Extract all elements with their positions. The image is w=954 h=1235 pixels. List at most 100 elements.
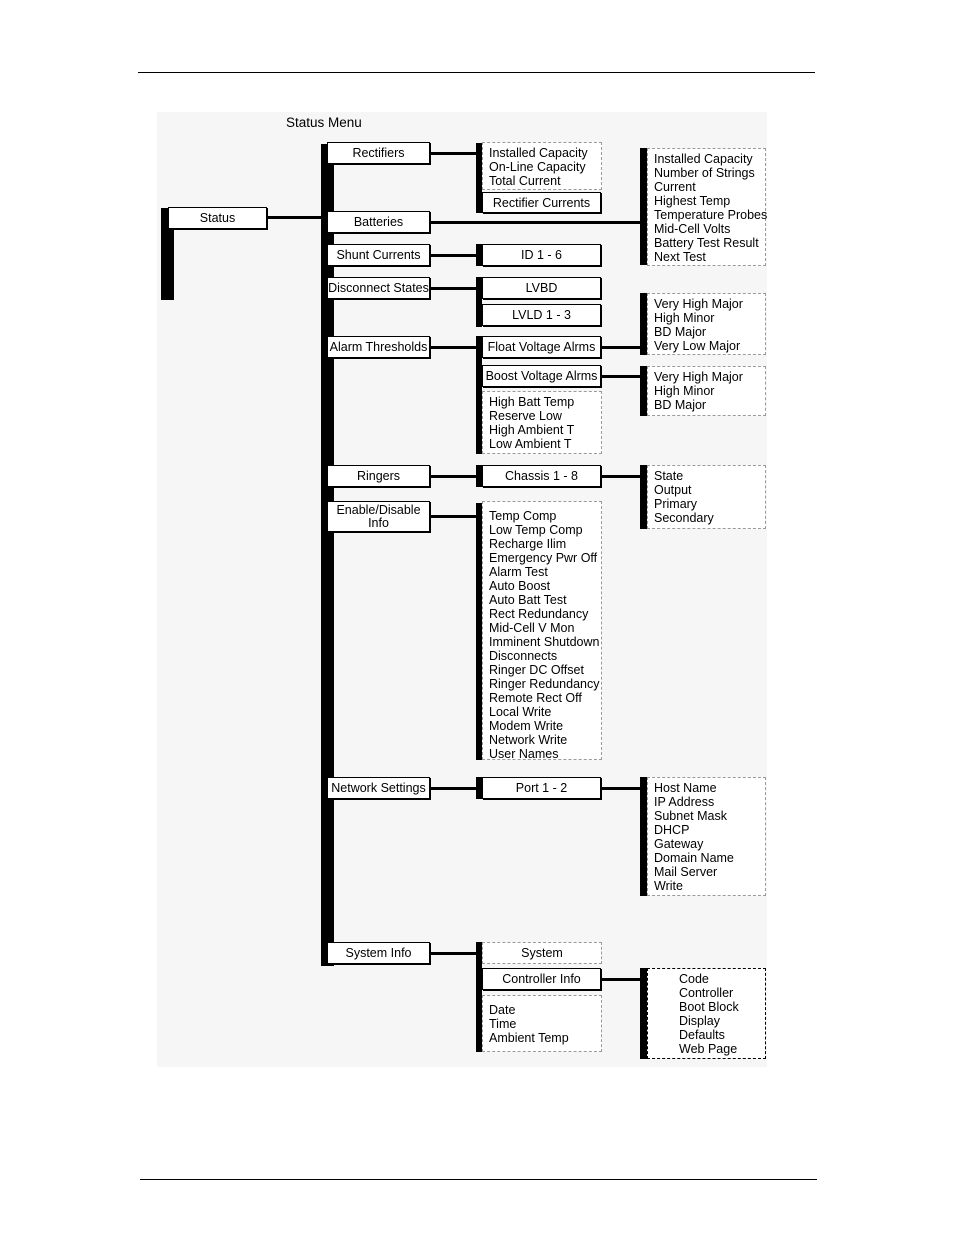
list-item: Date [489, 1003, 516, 1017]
ringers-connector [430, 475, 480, 478]
list-item: Alarm Test [489, 565, 548, 579]
footer-rule [140, 1179, 817, 1180]
list-item: BD Major [654, 398, 707, 412]
controller-bar [640, 968, 647, 1059]
list-item: Installed Capacity [654, 152, 753, 166]
root-bar [161, 208, 174, 300]
root-connector [267, 216, 323, 219]
ringers-bar [476, 465, 482, 487]
list-item: Number of Strings [654, 166, 755, 180]
list-item: Temp Comp [489, 509, 557, 523]
enable-items: Temp Comp Low Temp Comp Recharge Ilim Em… [482, 501, 602, 761]
header-rule [138, 72, 815, 73]
list-item: IP Address [654, 795, 715, 809]
rectifiers-items: Installed Capacity On-Line Capacity Tota… [482, 142, 602, 190]
system-items: Date Time Ambient Temp [482, 995, 602, 1052]
port-box: Port 1 - 2 [482, 777, 601, 799]
rectifiers-box: Rectifiers [327, 142, 430, 164]
enable-bar [476, 503, 482, 760]
list-item: Low Temp Comp [489, 523, 583, 537]
disconnect-bar [476, 277, 482, 327]
list-item: Code [679, 972, 709, 986]
list-item: Secondary [654, 511, 714, 525]
boost-items: Very High Major High Minor BD Major [647, 366, 766, 416]
chassis-connector [601, 475, 644, 478]
float-bar [640, 293, 647, 355]
batteries-box: Batteries [327, 211, 430, 233]
list-item: Next Test [654, 250, 706, 264]
disconnect-states-box: Disconnect States [327, 277, 430, 299]
enable-connector [430, 515, 480, 518]
alarm-connector [430, 346, 480, 349]
enable-disable-label: Enable/Disable Info [336, 502, 421, 530]
list-item: Subnet Mask [654, 809, 727, 823]
list-item: Disconnects [489, 649, 558, 663]
list-item: Recharge Ilim [489, 537, 567, 551]
list-item: Remote Rect Off [489, 691, 582, 705]
list-item: DHCP [654, 823, 690, 837]
list-item: Domain Name [654, 851, 734, 865]
list-item: Controller [679, 986, 734, 1000]
chassis-items: State Output Primary Secondary [647, 465, 766, 529]
list-item: Very High Major [654, 297, 743, 311]
list-item: State [654, 469, 684, 483]
float-voltage-box: Float Voltage Alrms [482, 336, 601, 358]
list-item: Ringer Redundancy [489, 677, 600, 691]
list-item: Boot Block [679, 1000, 739, 1014]
list-item: Very Low Major [654, 339, 741, 353]
float-items: Very High Major High Minor BD Major Very… [647, 293, 766, 355]
rectifiers-connector [430, 152, 480, 155]
list-item: Gateway [654, 837, 704, 851]
list-item: Mid-Cell Volts [654, 222, 731, 236]
list-item: Ambient Temp [489, 1031, 569, 1045]
controller-connector [601, 978, 644, 981]
lvbd-box: LVBD [482, 277, 601, 299]
list-item: Modem Write [489, 719, 564, 733]
network-settings-box: Network Settings [327, 777, 430, 799]
lvld-box: LVLD 1 - 3 [482, 304, 601, 326]
menu-bar [321, 144, 334, 966]
list-item: Auto Batt Test [489, 593, 567, 607]
rectifiers-bar [476, 143, 482, 213]
list-item: Primary [654, 497, 698, 511]
alarm-other-items: High Batt Temp Reserve Low High Ambient … [482, 391, 602, 454]
list-item: Highest Temp [654, 194, 731, 208]
status-box: Status [168, 207, 267, 229]
boost-connector [601, 375, 644, 378]
system-box: System [482, 942, 602, 964]
controller-items: Code Controller Boot Block Display Defau… [647, 968, 766, 1059]
boost-bar [640, 366, 647, 416]
chassis-box: Chassis 1 - 8 [482, 465, 601, 487]
controller-info-box: Controller Info [482, 968, 601, 990]
system-bar [476, 942, 482, 1052]
list-item: User Names [489, 747, 559, 761]
system-label: System [521, 946, 563, 960]
list-item: Write [654, 879, 683, 893]
shunt-currents-box: Shunt Currents [327, 244, 430, 266]
list-item: Auto Boost [489, 579, 551, 593]
list-item: Ringer DC Offset [489, 663, 584, 677]
chassis-bar [640, 465, 647, 529]
rectifier-currents-box: Rectifier Currents [482, 192, 601, 213]
list-item: Imminent Shutdown [489, 635, 600, 649]
list-item: Mid-Cell V Mon [489, 621, 575, 635]
ringers-box: Ringers [327, 465, 430, 487]
disconnect-connector [430, 287, 480, 290]
diagram-title: Status Menu [286, 115, 362, 130]
list-item: High Minor [654, 384, 715, 398]
list-item: Display [679, 1014, 720, 1028]
system-connector [430, 952, 480, 955]
shunt-connector [430, 254, 480, 257]
float-connector [601, 346, 644, 349]
system-info-box: System Info [327, 942, 430, 964]
network-connector [430, 787, 480, 790]
list-item: Defaults [679, 1028, 725, 1042]
list-item: Total Current [489, 174, 561, 188]
alarm-thresholds-box: Alarm Thresholds [327, 336, 430, 358]
batteries-bar [640, 148, 647, 265]
boost-voltage-box: Boost Voltage Alrms [482, 365, 601, 387]
list-item: Time [489, 1017, 517, 1031]
list-item: High Batt Temp [489, 395, 575, 409]
list-item: BD Major [654, 325, 707, 339]
port-items: Host Name IP Address Subnet Mask DHCP Ga… [647, 777, 766, 896]
